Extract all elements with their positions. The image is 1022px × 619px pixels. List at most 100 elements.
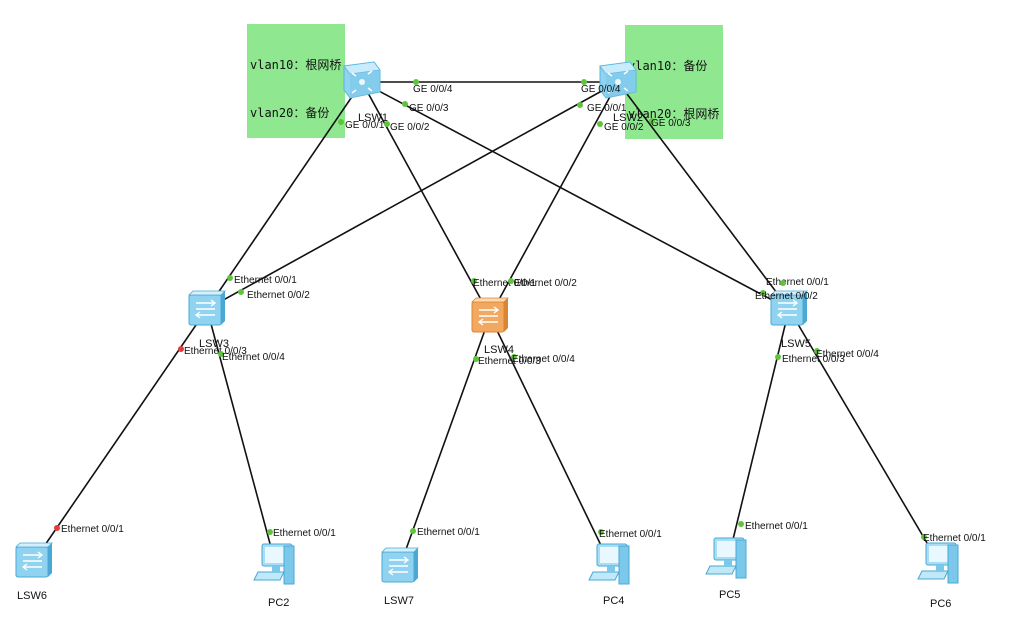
pc-icon (588, 543, 630, 585)
port-status-dot (227, 275, 233, 281)
port-status-dot (738, 521, 744, 527)
access-switch-lsw4[interactable]: LSW4 (471, 297, 514, 356)
device-label: LSW6 (17, 590, 47, 602)
port-label: Ethernet 0/0/1 (417, 527, 480, 538)
port-label: Ethernet 0/0/2 (514, 278, 577, 289)
annotation-line: vlan10：备份 (628, 59, 708, 73)
link-lsw4-pc4[interactable] (489, 315, 612, 567)
pc-pc4[interactable]: PC4 (588, 543, 630, 607)
port-status-dot (267, 529, 273, 535)
access-switch-lsw5[interactable]: LSW5 (770, 290, 811, 350)
link-lsw5-pc6[interactable] (788, 308, 941, 566)
port-label: Ethernet 0/0/1 (923, 533, 986, 544)
core-switch-icon (343, 61, 381, 99)
port-label: GE 0/0/3 (409, 103, 449, 114)
port-label: Ethernet 0/0/1 (273, 528, 336, 539)
port-label: Ethernet 0/0/1 (745, 521, 808, 532)
port-label: GE 0/0/3 (651, 118, 691, 129)
core-switch-lsw2[interactable]: LSW2 (599, 61, 643, 124)
pc-pc6[interactable]: PC6 (917, 542, 959, 610)
annotation-line: vlan20：备份 (250, 106, 330, 120)
annotation-line: vlan20：根网桥 (628, 107, 720, 121)
pc-icon (917, 542, 959, 584)
port-label: GE 0/0/4 (581, 84, 621, 95)
access-switch-lsw6[interactable]: LSW6 (15, 542, 53, 602)
device-label: LSW2 (613, 112, 643, 124)
pc-icon (253, 543, 295, 585)
port-status-dot (597, 121, 603, 127)
port-label: Ethernet 0/0/3 (184, 346, 247, 357)
link-lsw2-lsw3[interactable] (206, 81, 619, 310)
device-label: LSW3 (199, 338, 229, 350)
core-switch-lsw1[interactable]: LSW1 (343, 61, 388, 124)
device-label: LSW1 (358, 112, 388, 124)
annotation-lsw1: vlan10：根网桥 vlan20：备份 (247, 24, 346, 138)
pc-pc5[interactable]: PC5 (705, 537, 747, 601)
link-lsw3-pc2[interactable] (206, 308, 277, 567)
port-label: Ethernet 0/0/2 (247, 290, 310, 301)
link-lsw5-pc5[interactable] (727, 308, 790, 561)
access-switch-icon (381, 547, 419, 583)
port-status-dot (384, 121, 390, 127)
port-label: Ethernet 0/0/1 (766, 277, 829, 288)
port-label: Ethernet 0/0/4 (222, 352, 285, 363)
port-status-dot (577, 102, 583, 108)
pc-pc2[interactable]: PC2 (253, 543, 295, 609)
annotation-lsw2: vlan10：备份 vlan20：根网桥 (625, 25, 724, 139)
device-label: PC5 (719, 589, 740, 601)
port-status-dot (581, 79, 587, 85)
port-label: Ethernet 0/0/3 (478, 356, 541, 367)
port-status-dot (760, 290, 766, 296)
access-switch-icon (188, 290, 226, 326)
port-status-dot (775, 354, 781, 360)
port-status-dot (338, 119, 344, 125)
link-lsw2-lsw5[interactable] (617, 81, 790, 310)
link-lsw1-lsw4[interactable] (361, 81, 491, 317)
access-switch-lsw3[interactable]: LSW3 (188, 290, 229, 350)
link-lsw1-lsw3[interactable] (206, 81, 363, 310)
port-label: GE 0/0/1 (345, 120, 385, 131)
port-label: Ethernet 0/0/4 (512, 354, 575, 365)
port-status-dot (218, 351, 224, 357)
link-lsw2-lsw4[interactable] (489, 81, 619, 317)
port-label: Ethernet 0/0/1 (599, 529, 662, 540)
device-label: LSW4 (484, 344, 514, 356)
port-label: GE 0/0/2 (390, 122, 430, 133)
link-lsw1-lsw5[interactable] (361, 81, 790, 310)
annotation-line: vlan10：根网桥 (250, 58, 342, 72)
port-label: GE 0/0/2 (604, 122, 644, 133)
port-label: Ethernet 0/0/1 (61, 524, 124, 535)
access-switch-icon (471, 297, 509, 333)
port-status-dot (649, 118, 655, 124)
access-switch-icon (770, 290, 808, 326)
port-status-dot (413, 79, 419, 85)
device-label: LSW7 (384, 595, 414, 607)
port-status-dot (814, 348, 820, 354)
port-status-dot (54, 525, 60, 531)
port-label: Ethernet 0/0/4 (816, 349, 879, 360)
port-status-dot (511, 354, 517, 360)
device-label: PC2 (268, 597, 289, 609)
port-status-dot (471, 278, 477, 284)
port-status-dot (238, 289, 244, 295)
port-label: Ethernet 0/0/2 (755, 291, 818, 302)
link-lsw3-lsw6[interactable] (33, 308, 208, 562)
port-status-dot (178, 346, 184, 352)
port-label: Ethernet 0/0/1 (473, 278, 536, 289)
port-status-dot (508, 278, 514, 284)
device-label: PC6 (930, 598, 951, 610)
core-switch-icon (599, 61, 637, 99)
port-label: Ethernet 0/0/1 (234, 275, 297, 286)
port-status-dot (598, 529, 604, 535)
port-label: GE 0/0/1 (587, 103, 627, 114)
access-switch-lsw7[interactable]: LSW7 (381, 547, 419, 607)
port-label: GE 0/0/4 (413, 84, 453, 95)
pc-icon (705, 537, 747, 579)
port-status-dot (473, 356, 479, 362)
port-status-dot (410, 528, 416, 534)
port-label: Ethernet 0/0/3 (782, 354, 845, 365)
device-label: LSW5 (781, 338, 811, 350)
